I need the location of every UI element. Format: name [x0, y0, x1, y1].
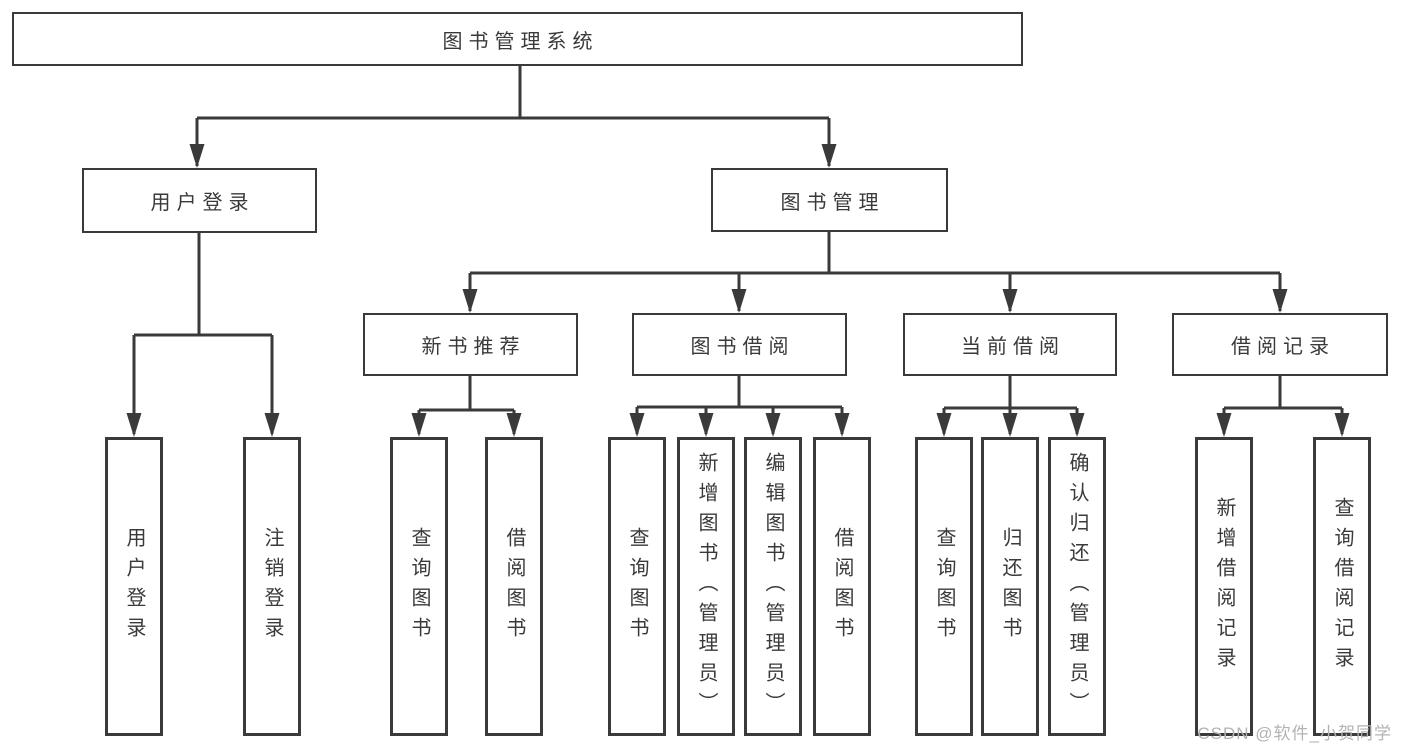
leaf-add-borrow-record: 新增借阅记录 [1195, 437, 1253, 736]
arrow-down-icon [264, 413, 280, 437]
leaf-label: 编辑图书（管理员） [762, 451, 784, 722]
arrow-down-icon [731, 289, 747, 313]
arrow-down-icon [462, 289, 478, 313]
leaf-borrow-book-borrowing: 借阅图书 [813, 437, 871, 736]
leaf-label: 归还图书 [999, 526, 1021, 647]
leaf-query-book-recommend: 查询图书 [390, 437, 448, 736]
leaf-logout: 注销登录 [243, 437, 301, 736]
leaf-label: 查询图书 [933, 526, 955, 647]
arrow-down-icon [1334, 413, 1350, 437]
leaf-label: 新增图书（管理员） [695, 451, 717, 722]
node-label: 图书借阅 [690, 336, 795, 358]
arrow-down-icon [1272, 289, 1288, 313]
node-library-management-system: 图书管理系统 [12, 12, 1023, 66]
arrow-down-icon [506, 413, 522, 437]
arrowhead-icons [126, 144, 1350, 437]
connector-stems [132, 66, 1344, 434]
leaf-user-login: 用户登录 [105, 437, 163, 736]
node-label: 借阅记录 [1231, 336, 1335, 358]
arrow-down-icon [629, 413, 645, 437]
leaf-label: 新增借阅记录 [1213, 496, 1235, 677]
leaf-label: 查询图书 [408, 526, 430, 647]
node-label: 图书管理 [780, 191, 885, 214]
arrow-down-icon [189, 144, 205, 168]
leaf-add-book-admin: 新增图书（管理员） [677, 437, 735, 736]
leaf-label: 查询借阅记录 [1331, 496, 1353, 677]
node-user-login: 用户登录 [82, 168, 317, 233]
arrow-down-icon [1002, 289, 1018, 313]
node-current-borrowing: 当前借阅 [903, 313, 1117, 376]
arrow-down-icon [821, 144, 837, 168]
node-borrowing-records: 借阅记录 [1172, 313, 1388, 376]
leaf-label: 查询图书 [626, 526, 648, 647]
leaf-edit-book-admin: 编辑图书（管理员） [744, 437, 802, 736]
arrow-down-icon [834, 413, 850, 437]
node-label: 新书推荐 [421, 336, 526, 358]
leaf-query-borrow-record: 查询借阅记录 [1313, 437, 1371, 736]
leaf-label: 借阅图书 [831, 526, 853, 647]
leaf-borrow-book-recommend: 借阅图书 [485, 437, 543, 736]
node-book-management: 图书管理 [711, 168, 948, 232]
leaf-return-book: 归还图书 [981, 437, 1039, 736]
node-label: 图书管理系统 [442, 30, 599, 53]
leaf-query-book-current: 查询图书 [915, 437, 973, 736]
leaf-label: 确认归还（管理员） [1066, 451, 1088, 722]
arrow-down-icon [411, 413, 427, 437]
arrow-down-icon [126, 413, 142, 437]
node-book-borrowing: 图书借阅 [632, 313, 847, 376]
arrow-down-icon [1002, 413, 1018, 437]
leaf-label: 用户登录 [123, 526, 145, 647]
node-new-book-recommendation: 新书推荐 [363, 313, 578, 376]
leaf-label: 注销登录 [261, 526, 283, 647]
arrow-down-icon [765, 413, 781, 437]
node-label: 当前借阅 [961, 336, 1065, 358]
arrow-down-icon [936, 413, 952, 437]
arrow-down-icon [1216, 413, 1232, 437]
leaf-label: 借阅图书 [503, 526, 525, 647]
csdn-watermark: CSDN @软件_小贺同学 [1197, 724, 1392, 743]
arrow-down-icon [1069, 413, 1085, 437]
leaf-confirm-return-admin: 确认归还（管理员） [1048, 437, 1106, 736]
leaf-query-book-borrowing: 查询图书 [608, 437, 666, 736]
node-label: 用户登录 [150, 192, 255, 214]
arrow-down-icon [698, 413, 714, 437]
